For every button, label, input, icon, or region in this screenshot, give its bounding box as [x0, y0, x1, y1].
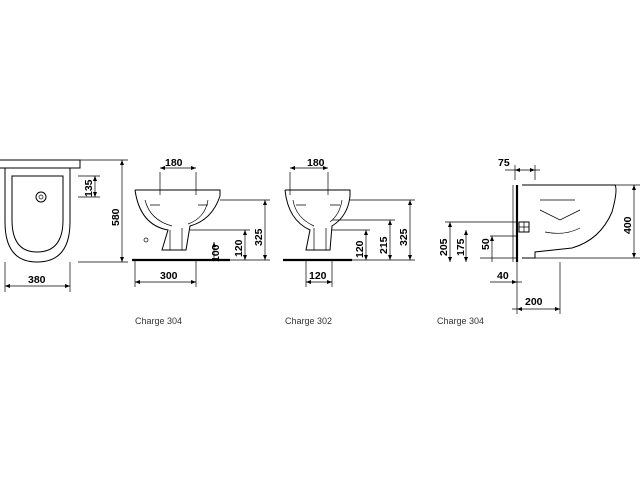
- side-a-dim-b-label: 120: [233, 239, 245, 257]
- side-a-top-width-label: 180: [165, 157, 183, 169]
- side-a-height-label: 325: [253, 228, 265, 246]
- side-b-bottom-width-label: 120: [309, 270, 327, 282]
- wall-dim-a-label: 205: [438, 238, 450, 256]
- side-b-caption: Charge 302: [285, 316, 332, 326]
- wall-caption: Charge 304: [437, 316, 484, 326]
- side-a-caption: Charge 304: [135, 316, 182, 326]
- wall-dim-c-label: 50: [480, 238, 492, 250]
- side-view-b: 180 325 215 120 120 Charge 302: [283, 157, 415, 326]
- front-view: 135 580 380: [0, 159, 128, 292]
- side-a-dim-a-label: 100: [210, 244, 222, 262]
- side-b-dim-a-label: 120: [354, 240, 366, 258]
- side-b-height-label: 325: [398, 228, 410, 246]
- front-tap-offset-label: 135: [83, 179, 95, 197]
- wall-top-offset-label: 75: [498, 157, 510, 169]
- wall-view: 75 400 205 175 50 40 200 Charge: [437, 157, 640, 326]
- side-b-top-width-label: 180: [307, 157, 325, 169]
- front-width-label: 380: [28, 274, 46, 286]
- wall-height-label: 400: [622, 216, 634, 234]
- side-b-dim-b-label: 215: [378, 236, 390, 254]
- wall-depth-label: 200: [525, 296, 543, 308]
- side-a-bottom-width-label: 300: [160, 270, 178, 282]
- wall-dim-d-label: 40: [497, 270, 509, 282]
- front-height-label: 580: [110, 208, 122, 226]
- wall-dim-b-label: 175: [455, 238, 467, 256]
- side-view-a: 180 325 120 100 300 Charge 304: [132, 157, 270, 326]
